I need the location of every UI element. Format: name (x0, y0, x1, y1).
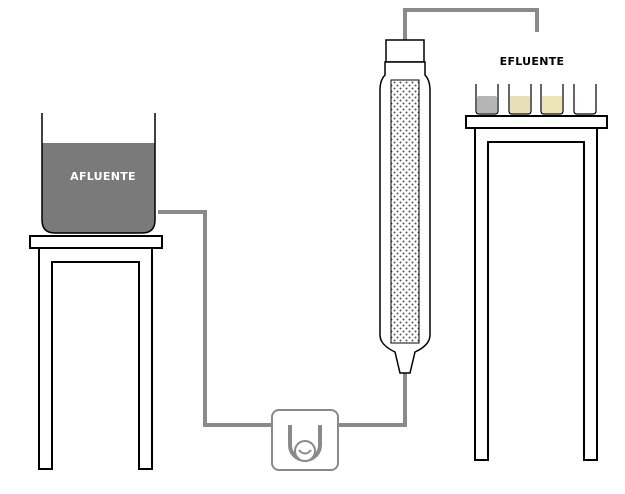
vial-liquid (477, 96, 497, 113)
influent-beaker-outline (41, 113, 156, 234)
left-stand (29, 235, 163, 470)
packed-column (379, 39, 431, 374)
vial-outline (573, 84, 597, 115)
inlet-tube (158, 210, 290, 427)
left-stand-top (29, 235, 163, 249)
vial-1 (475, 84, 499, 115)
vial-liquid (575, 96, 595, 113)
pump-rotor (294, 440, 316, 462)
influent-liquid (42, 143, 155, 233)
pump-to-column-tube (320, 373, 407, 427)
pump-rotor-mark-icon (298, 449, 312, 455)
vial-liquid (542, 96, 562, 113)
right-stand (465, 115, 608, 461)
column-cap (385, 39, 425, 63)
vial-2 (508, 84, 532, 115)
vial-liquid (510, 96, 530, 113)
outlet-tube (403, 8, 539, 40)
collection-vials (475, 84, 597, 115)
vial-4 (573, 84, 597, 115)
peristaltic-pump (271, 409, 339, 471)
tubing (158, 8, 539, 427)
efluente-label: EFLUENTE (500, 55, 565, 68)
vial-outline (540, 84, 564, 115)
left-stand-frame (38, 247, 153, 470)
influent-beaker: AFLUENTE (41, 113, 156, 234)
right-stand-top (465, 115, 608, 129)
column-packing (390, 79, 420, 344)
right-stand-frame (474, 127, 598, 461)
vial-outline (508, 84, 532, 115)
vial-outline (475, 84, 499, 115)
afluente-label: AFLUENTE (70, 170, 136, 183)
vial-3 (540, 84, 564, 115)
